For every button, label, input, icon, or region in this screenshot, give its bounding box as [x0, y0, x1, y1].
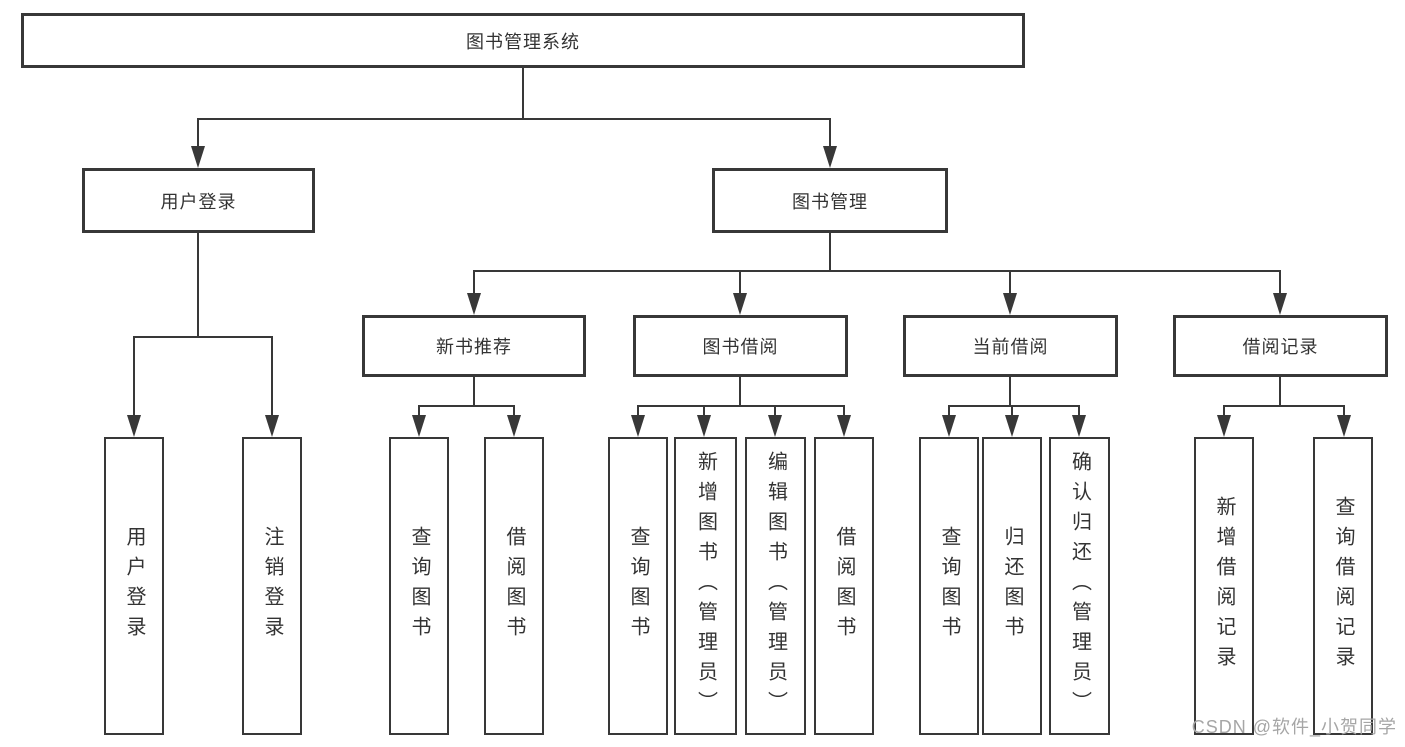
- node-new-book-recommend: 新书推荐: [362, 315, 586, 377]
- arrow-down-icon: [823, 146, 837, 168]
- arrow-down-icon: [412, 415, 426, 437]
- arrow-down-icon: [697, 415, 711, 437]
- leaf-label: 借阅图书: [833, 526, 855, 646]
- arrow-down-icon: [265, 415, 279, 437]
- connector-line: [522, 68, 524, 118]
- arrow-down-icon: [631, 415, 645, 437]
- connector-line: [133, 336, 273, 338]
- connector-line: [739, 270, 741, 296]
- arrow-down-icon: [837, 415, 851, 437]
- node-borrow-books-recommend: 借阅图书: [484, 437, 544, 735]
- arrow-down-icon: [127, 415, 141, 437]
- leaf-label: 查询图书: [938, 526, 960, 646]
- node-book-management: 图书管理: [712, 168, 948, 233]
- arrow-down-icon: [1003, 293, 1017, 315]
- arrow-down-icon: [1337, 415, 1351, 437]
- connector-line: [829, 233, 831, 270]
- node-book-borrowing: 图书借阅: [633, 315, 848, 377]
- arrow-down-icon: [942, 415, 956, 437]
- node-logout-leaf: 注销登录: [242, 437, 302, 735]
- connector-line: [1343, 405, 1345, 417]
- connector-line: [513, 405, 515, 417]
- leaf-label: 编辑图书（管理员）: [764, 451, 787, 721]
- connector-line: [829, 118, 831, 152]
- leaf-label: 注销登录: [261, 526, 283, 646]
- connector-line: [418, 405, 420, 417]
- connector-line: [418, 405, 515, 407]
- connector-line: [473, 377, 475, 407]
- connector-line: [1009, 377, 1011, 407]
- arrow-down-icon: [1273, 293, 1287, 315]
- node-query-books-borrowing: 查询图书: [608, 437, 668, 735]
- arrow-down-icon: [191, 146, 205, 168]
- connector-line: [473, 270, 1281, 272]
- connector-line: [703, 405, 705, 417]
- node-query-borrow-record: 查询借阅记录: [1313, 437, 1373, 735]
- connector-line: [271, 336, 273, 416]
- node-library-management-system: 图书管理系统: [21, 13, 1025, 68]
- node-add-borrow-record: 新增借阅记录: [1194, 437, 1254, 735]
- leaf-label: 查询图书: [408, 526, 430, 646]
- leaf-label: 查询图书: [627, 526, 649, 646]
- node-borrowing-records: 借阅记录: [1173, 315, 1388, 377]
- arrow-down-icon: [1217, 415, 1231, 437]
- connector-line: [739, 377, 741, 407]
- node-query-books-current: 查询图书: [919, 437, 979, 735]
- csdn-watermark: CSDN @软件_小贺同学: [1191, 717, 1397, 737]
- connector-line: [197, 118, 831, 120]
- node-borrow-books-borrowing: 借阅图书: [814, 437, 874, 735]
- node-current-borrowing: 当前借阅: [903, 315, 1118, 377]
- connector-line: [197, 118, 199, 152]
- connector-line: [948, 405, 950, 417]
- arrow-down-icon: [467, 293, 481, 315]
- node-return-book: 归还图书: [982, 437, 1042, 735]
- connector-line: [1078, 405, 1080, 417]
- arrow-down-icon: [1005, 415, 1019, 437]
- leaf-label: 新增图书（管理员）: [694, 451, 717, 721]
- leaf-label: 新增借阅记录: [1213, 496, 1235, 676]
- leaf-label: 查询借阅记录: [1332, 496, 1354, 676]
- connector-line: [774, 405, 776, 417]
- connector-line: [637, 405, 845, 407]
- connector-line: [1223, 405, 1345, 407]
- node-add-book-admin: 新增图书（管理员）: [674, 437, 737, 735]
- node-query-books-recommend: 查询图书: [389, 437, 449, 735]
- connector-line: [197, 233, 199, 336]
- leaf-label: 确认归还（管理员）: [1068, 451, 1091, 721]
- connector-line: [1279, 377, 1281, 407]
- connector-line: [637, 405, 639, 417]
- node-user-login: 用户登录: [82, 168, 315, 233]
- connector-line: [133, 336, 135, 416]
- connector-line: [843, 405, 845, 417]
- connector-line: [1009, 270, 1011, 296]
- arrow-down-icon: [507, 415, 521, 437]
- arrow-down-icon: [1072, 415, 1086, 437]
- connector-line: [948, 405, 1080, 407]
- node-edit-book-admin: 编辑图书（管理员）: [745, 437, 806, 735]
- connector-line: [1279, 270, 1281, 296]
- arrow-down-icon: [768, 415, 782, 437]
- leaf-label: 归还图书: [1001, 526, 1023, 646]
- node-confirm-return-admin: 确认归还（管理员）: [1049, 437, 1110, 735]
- arrow-down-icon: [733, 293, 747, 315]
- node-user-login-leaf: 用户登录: [104, 437, 164, 735]
- connector-line: [473, 270, 475, 296]
- connector-line: [1011, 405, 1013, 417]
- connector-line: [1223, 405, 1225, 417]
- leaf-label: 借阅图书: [503, 526, 525, 646]
- leaf-label: 用户登录: [123, 526, 145, 646]
